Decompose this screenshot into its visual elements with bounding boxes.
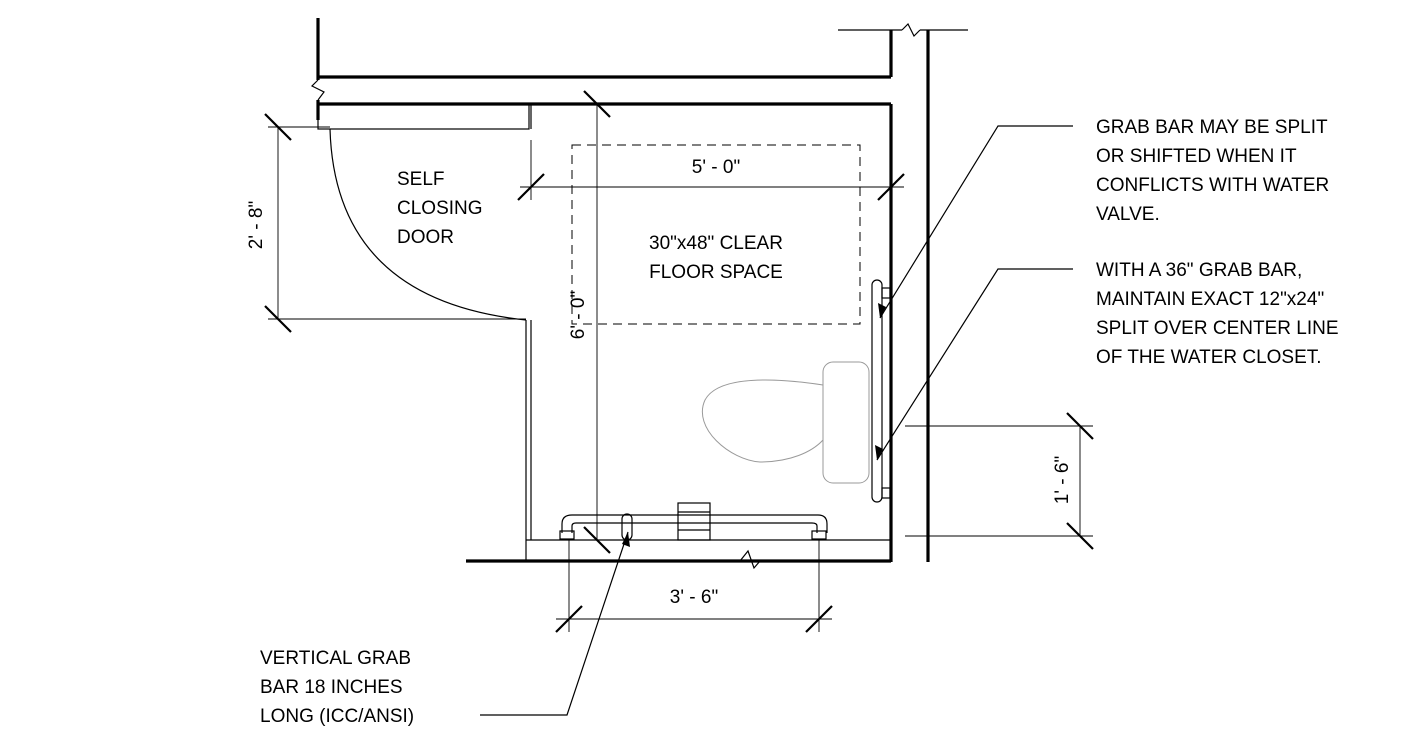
note-line: GRAB BAR MAY BE SPLIT [1096, 117, 1328, 138]
note-split-grab-bar: GRAB BAR MAY BE SPLIT OR SHIFTED WHEN IT… [1096, 117, 1329, 225]
rear-grab-bar [559, 502, 828, 541]
door-width-label: 2' - 8" [246, 201, 267, 249]
door-label-line: CLOSING [397, 198, 483, 219]
side-bar-offset-label: 1' - 6" [1052, 456, 1073, 504]
note-vertical-grab-bar: VERTICAL GRAB BAR 18 INCHES LONG (ICC/AN… [260, 648, 414, 727]
leader-lines [480, 125, 1073, 716]
note-line: OR SHIFTED WHEN IT [1096, 146, 1297, 167]
note-36-grab-bar: WITH A 36" GRAB BAR, MAINTAIN EXACT 12"x… [1096, 260, 1339, 368]
note-line: OF THE WATER CLOSET. [1096, 347, 1322, 368]
note-line: CONFLICTS WITH WATER [1096, 175, 1329, 196]
walls [310, 18, 968, 570]
water-closet [702, 361, 870, 484]
note-line: WITH A 36" GRAB BAR, [1096, 260, 1302, 281]
clear-floor-label-line: FLOOR SPACE [649, 262, 783, 283]
clear-floor-label: 30"x48" CLEAR FLOOR SPACE [649, 233, 783, 283]
stall-width-label: 5' - 0" [692, 157, 740, 178]
note-line: BAR 18 INCHES [260, 677, 403, 698]
rear-bar-offset-label: 3' - 6" [670, 587, 718, 608]
note-line: LONG (ICC/ANSI) [260, 706, 414, 727]
door-label-line: SELF [397, 169, 445, 190]
door-width-dimension [264, 113, 526, 333]
stall-depth-dimension [583, 90, 611, 554]
clear-floor-space [571, 144, 861, 325]
door-label: SELF CLOSING DOOR [397, 169, 483, 248]
stall-width-dimension [517, 140, 905, 201]
clear-floor-label-line: 30"x48" CLEAR [649, 233, 783, 254]
note-line: VERTICAL GRAB [260, 648, 411, 669]
note-line: VALVE. [1096, 204, 1160, 225]
side-bar-offset-dimension [905, 412, 1094, 550]
rear-bar-offset-dimension [555, 540, 833, 633]
note-line: MAINTAIN EXACT 12"x24" [1096, 289, 1324, 310]
door-swing-arc [329, 128, 527, 321]
side-grab-bar [871, 279, 891, 503]
note-line: SPLIT OVER CENTER LINE [1096, 318, 1339, 339]
stall-depth-label: 6' - 0" [568, 291, 589, 339]
door-label-line: DOOR [397, 227, 454, 248]
